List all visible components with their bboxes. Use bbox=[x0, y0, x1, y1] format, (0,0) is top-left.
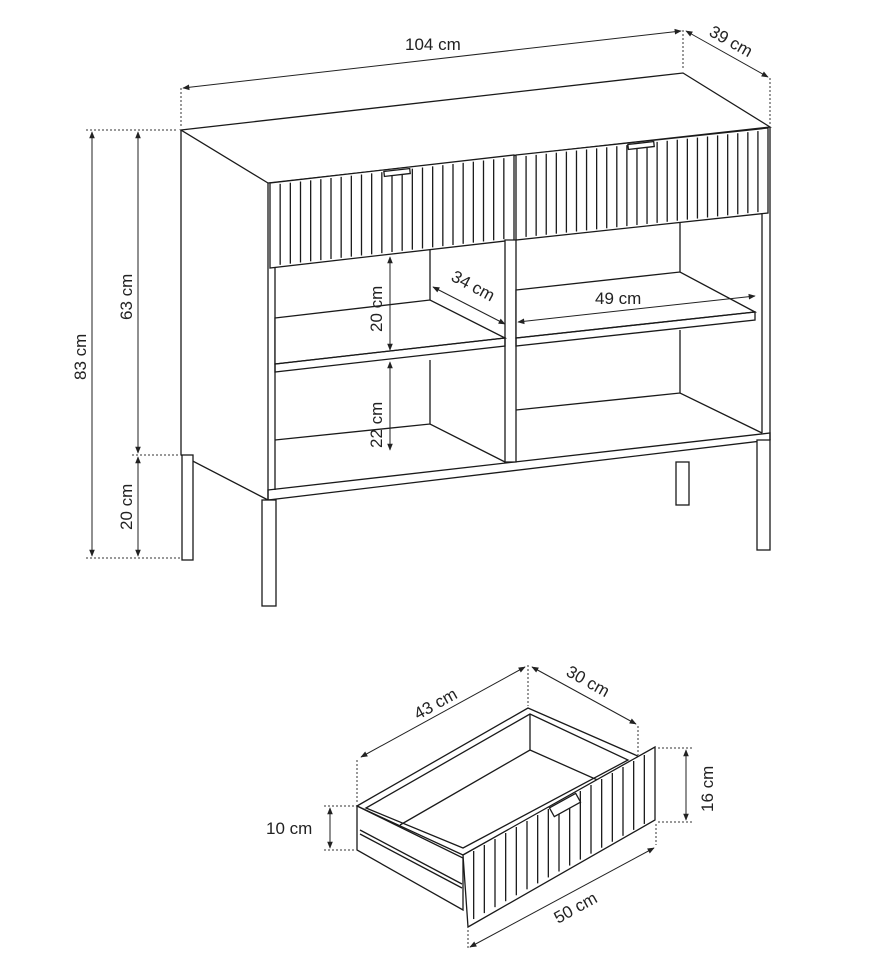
shelf-depth-label: 34 cm bbox=[448, 267, 498, 306]
depth-label: 39 cm bbox=[706, 22, 756, 61]
lower-shelf-height-label: 22 cm bbox=[367, 402, 386, 448]
width-label: 104 cm bbox=[405, 35, 461, 54]
leg-back-right bbox=[675, 461, 690, 506]
drawer-width-label: 43 cm bbox=[411, 684, 461, 723]
drawer-front-left bbox=[269, 154, 515, 269]
drawer-box-height-label: 10 cm bbox=[266, 819, 312, 838]
shelf-width-label: 49 cm bbox=[595, 289, 641, 308]
body-height-label: 63 cm bbox=[117, 274, 136, 320]
upper-shelf-height-label: 20 cm bbox=[367, 286, 386, 332]
leg-front-left bbox=[261, 499, 277, 607]
total-height-label: 83 cm bbox=[71, 334, 90, 380]
leg-back-left bbox=[181, 454, 194, 561]
drawer-depth-label: 30 cm bbox=[563, 662, 613, 701]
drawer-front-width-label: 50 cm bbox=[551, 888, 601, 927]
drawer-front-height-label: 16 cm bbox=[698, 766, 717, 812]
drawer-front-right bbox=[515, 127, 769, 241]
leg-height-label: 20 cm bbox=[117, 484, 136, 530]
leg-front-right bbox=[756, 439, 771, 551]
sideboard-drawing bbox=[179, 72, 772, 607]
drawer-drawing bbox=[355, 707, 656, 929]
